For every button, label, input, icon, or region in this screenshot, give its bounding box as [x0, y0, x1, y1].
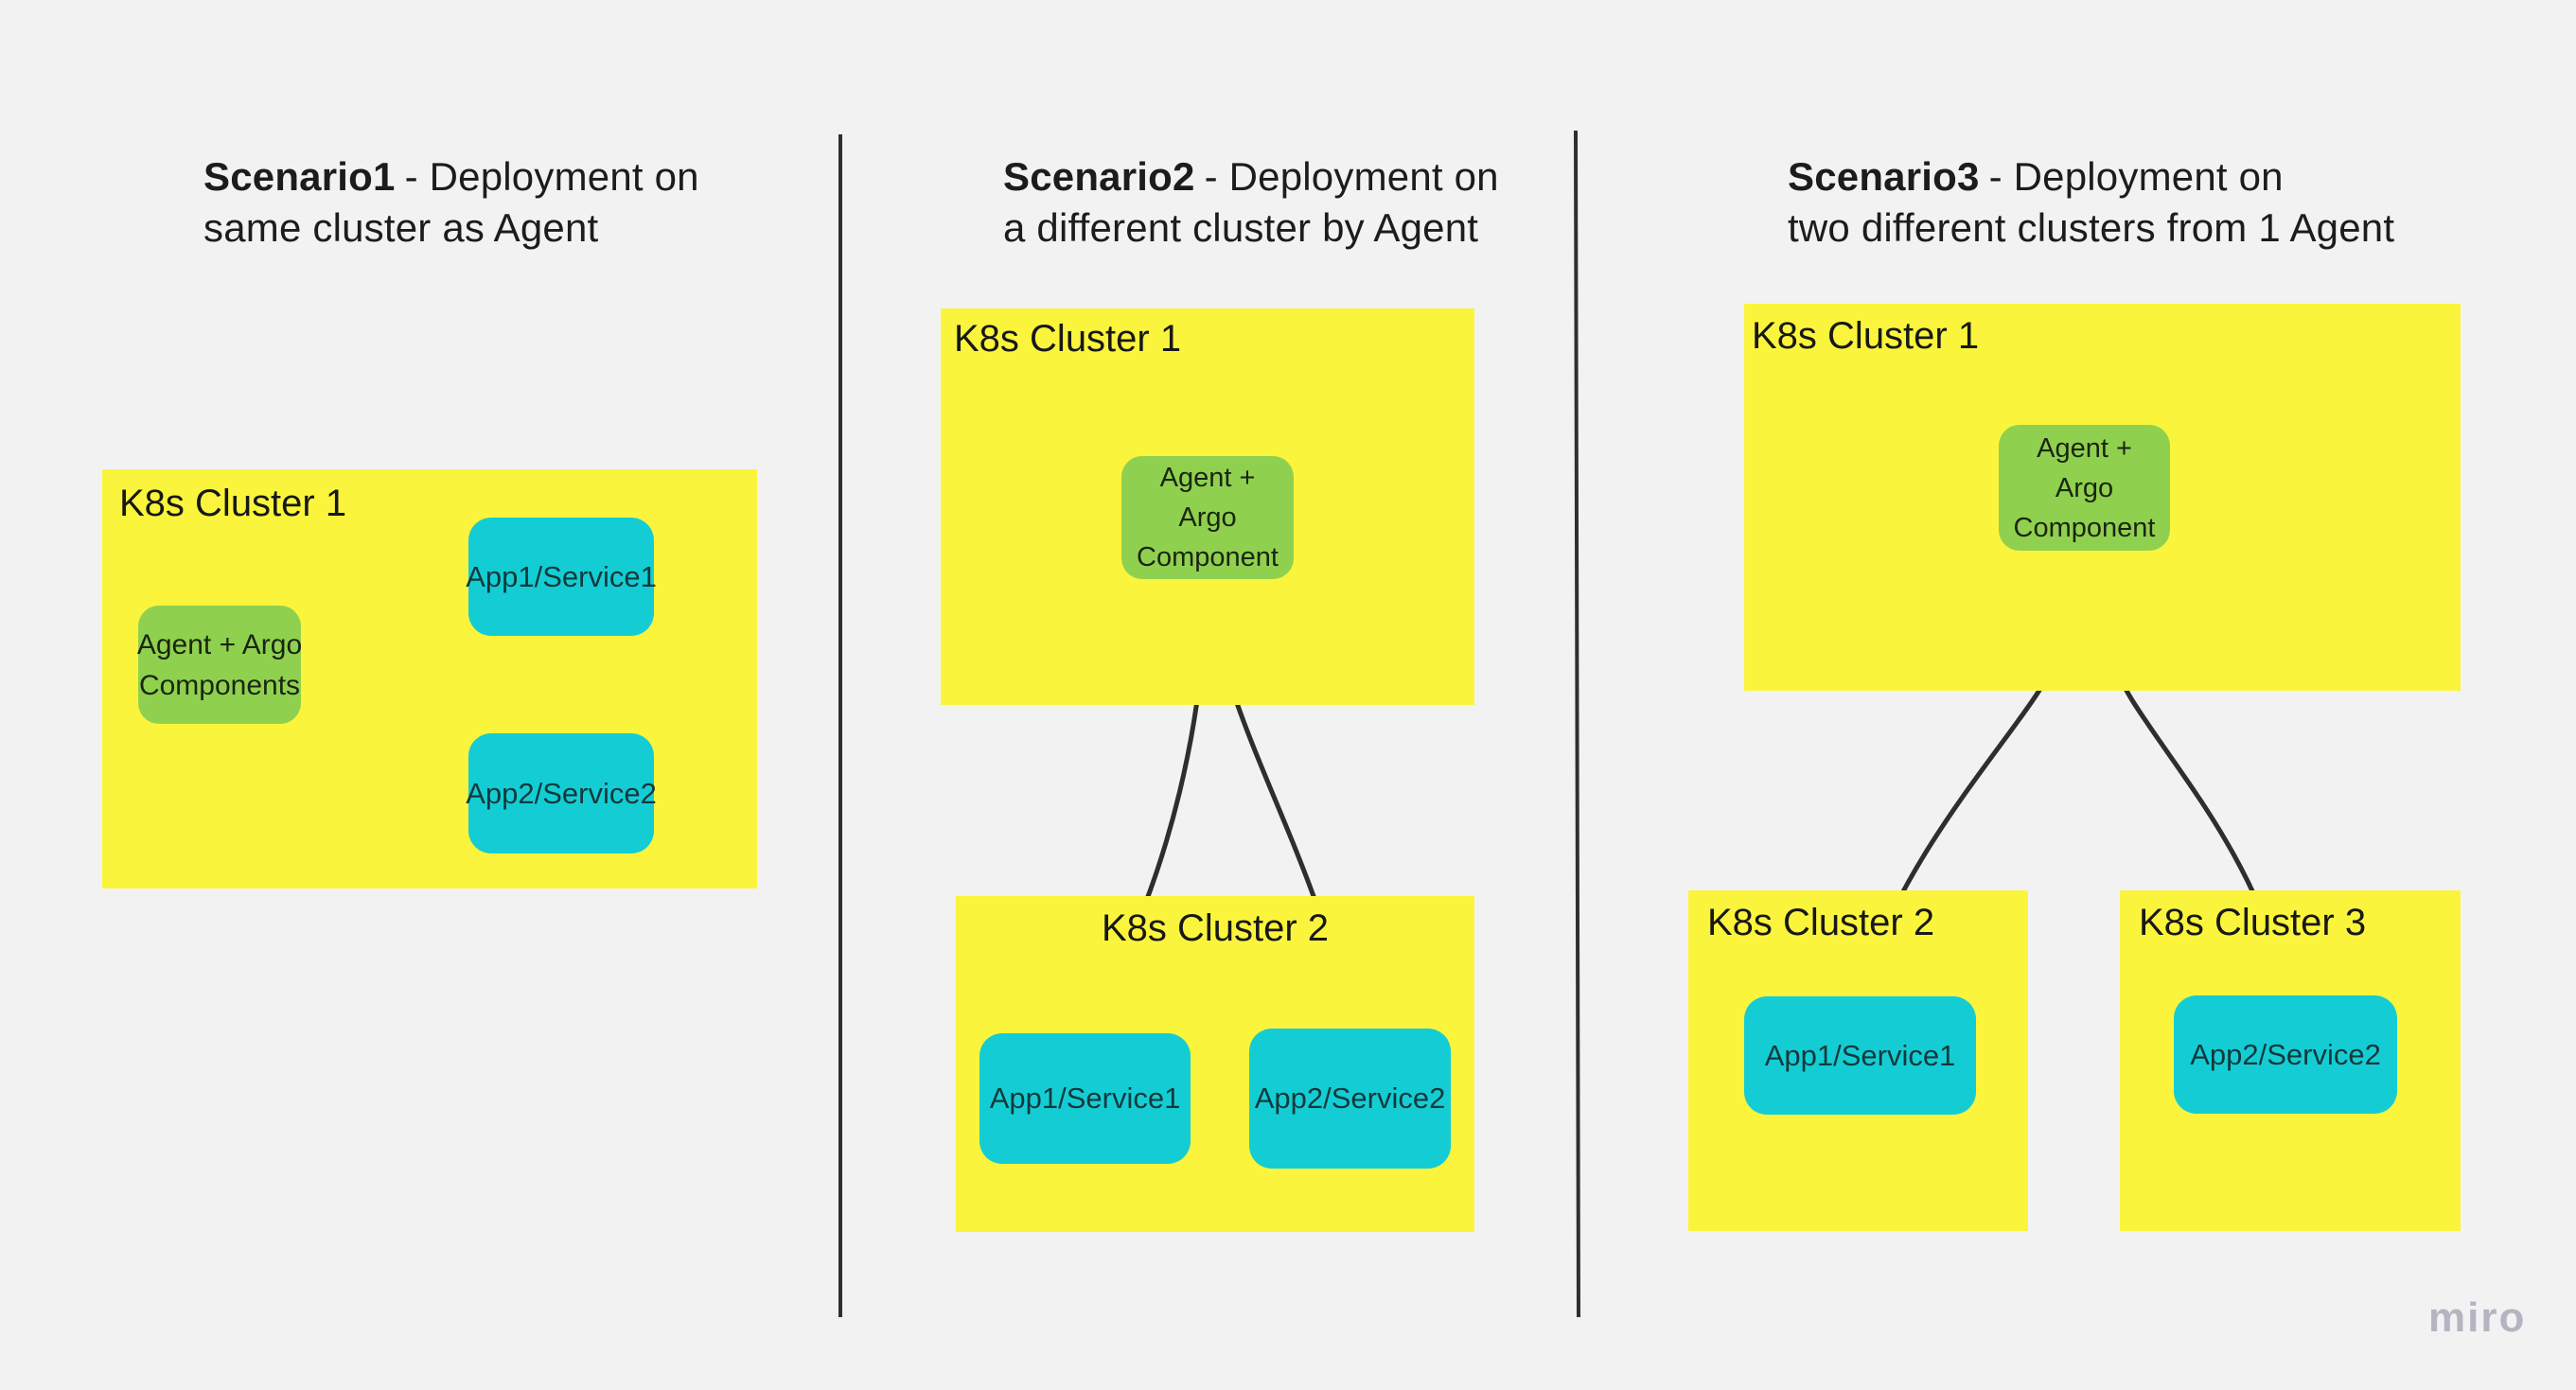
s3-agent-node[interactable]: Agent + Argo Component — [1999, 425, 2170, 551]
scenario3-title-line2: two different clusters from 1 Agent — [1788, 205, 2395, 250]
s2-agent-line2: Argo — [1178, 502, 1237, 533]
s3-cluster3-label: K8s Cluster 3 — [2139, 902, 2367, 943]
s1-agent-node[interactable]: Agent + Argo Components — [136, 606, 303, 724]
s1-app2-node[interactable]: App2/Service2 — [466, 733, 657, 853]
s2-app2-node[interactable]: App2/Service2 — [1249, 1029, 1451, 1169]
s3-cluster2-label: K8s Cluster 2 — [1707, 902, 1935, 943]
scenario3-title[interactable]: Scenario3- Deployment on two different c… — [1788, 151, 2394, 254]
scenario1-title-bold: Scenario1 — [203, 154, 396, 199]
s1-cluster1-label: K8s Cluster 1 — [119, 483, 347, 524]
s1-app1-node[interactable]: App1/Service1 — [466, 518, 657, 636]
s3-agent-line2: Argo — [2055, 472, 2114, 503]
panel-divider-2[interactable] — [1574, 130, 1580, 1318]
scenario2-title[interactable]: Scenario2- Deployment on a different clu… — [1003, 151, 1499, 254]
miro-watermark: miro — [2428, 1294, 2527, 1341]
scenario2-title-line2: a different cluster by Agent — [1003, 205, 1479, 250]
s2-app2-label: App2/Service2 — [1254, 1082, 1446, 1115]
scenario1-title-line2: same cluster as Agent — [203, 205, 599, 250]
s2-app1-node[interactable]: App1/Service1 — [979, 1033, 1191, 1164]
s3-app2-label: App2/Service2 — [2190, 1037, 2381, 1071]
s3-app1-label: App1/Service1 — [1764, 1038, 1956, 1072]
s2-agent-line3: Component — [1137, 542, 1279, 572]
scenario3-title-bold: Scenario3 — [1788, 154, 1980, 199]
s3-cluster1-label: K8s Cluster 1 — [1752, 315, 1980, 357]
s2-cluster2-label: K8s Cluster 2 — [1101, 907, 1330, 949]
scenario1-title-rest: - Deployment on — [404, 154, 699, 199]
scenario1-title-line1: Scenario1- Deployment on — [203, 151, 699, 202]
s1-app1-label: App1/Service1 — [466, 559, 657, 593]
scenario2-title-rest: - Deployment on — [1204, 154, 1499, 199]
scenario3-title-rest: - Deployment on — [1988, 154, 2284, 199]
s2-app1-label: App1/Service1 — [989, 1082, 1181, 1115]
s3-app2-node[interactable]: App2/Service2 — [2174, 995, 2397, 1114]
scenario2-title-line1: Scenario2- Deployment on — [1003, 151, 1499, 202]
s1-agent-line2: Components — [138, 669, 301, 701]
s1-agent-line1: Agent + Argo — [136, 628, 303, 660]
scenario1-title[interactable]: Scenario1- Deployment on same cluster as… — [203, 151, 699, 254]
s3-app1-node[interactable]: App1/Service1 — [1744, 996, 1976, 1115]
scenario3-title-line1: Scenario3- Deployment on — [1788, 151, 2394, 202]
s3-agent-line1: Agent + — [2037, 432, 2132, 464]
s1-app2-label: App2/Service2 — [466, 776, 657, 810]
s2-agent-line1: Agent + — [1159, 463, 1256, 493]
s3-agent-line3: Component — [2013, 512, 2156, 543]
scenario2-title-bold: Scenario2 — [1003, 154, 1195, 199]
s2-agent-node[interactable]: Agent + Argo Component — [1121, 456, 1294, 579]
s2-cluster1-label: K8s Cluster 1 — [954, 318, 1182, 360]
